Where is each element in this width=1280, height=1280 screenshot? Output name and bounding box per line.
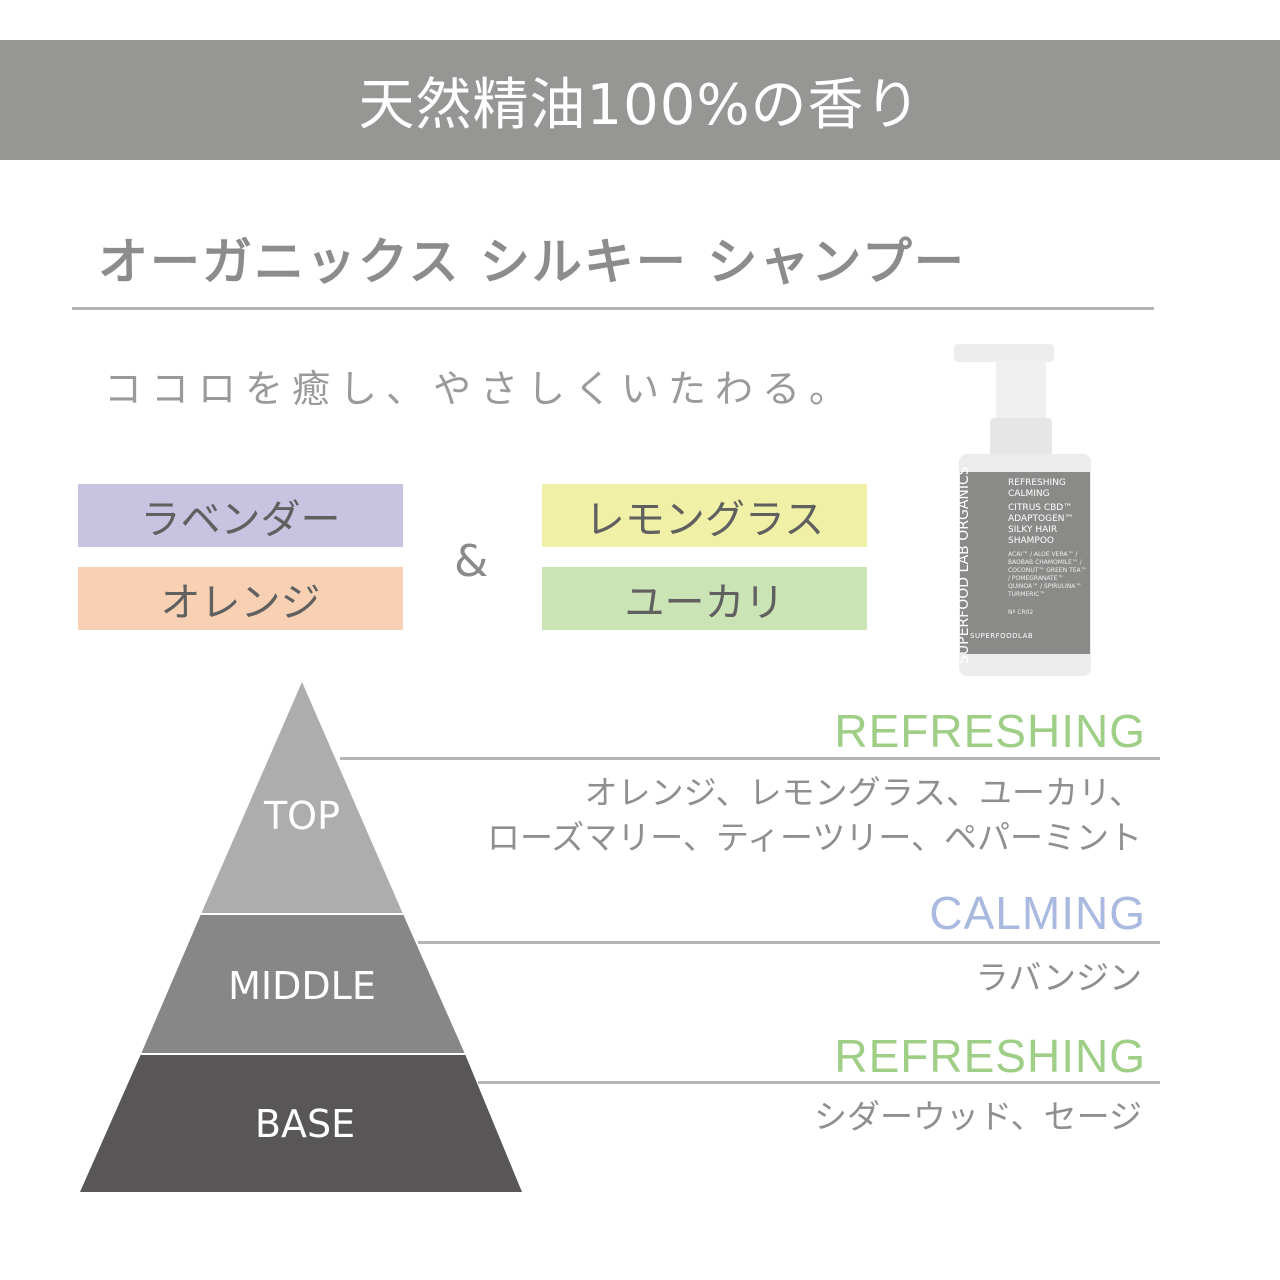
bottle-line: ADAPTOGEN™ [1008, 514, 1074, 524]
note-line: ローズマリー、ティーツリー、ペパーミント [486, 818, 1142, 857]
bottle-ingredients: ACAI™ / ALOE VERA™ / BAOBAB CHAMOMILE™ /… [1008, 551, 1087, 598]
bottle-line: CALMING [1008, 489, 1050, 499]
note-text-base: シダーウッド、セージ [814, 1094, 1142, 1139]
bottle-line: CITRUS CBD™ [1008, 503, 1073, 513]
note-heading-base: REFRESHING [834, 1030, 1146, 1082]
pyramid-tier-middle [141, 914, 465, 1054]
note-line: オレンジ、レモングラス、ユーカリ、 [584, 773, 1142, 812]
ampersand: & [454, 536, 489, 587]
note-rule-base [478, 1081, 1160, 1084]
scent-chip-lavender: ラベンダー [78, 484, 403, 547]
bottle-footer: SUPERFOODLAB [970, 632, 1034, 640]
note-rule-top [340, 757, 1160, 760]
note-heading-top: REFRESHING [834, 705, 1146, 757]
note-line: ラバンジン [975, 958, 1142, 997]
banner-title: 天然精油100%の香り [358, 72, 922, 138]
bottle-line: SILKY HAIR [1008, 525, 1058, 535]
bottle-collar [990, 418, 1052, 456]
bottle-pump [954, 344, 1054, 362]
tier-label-top: TOP [263, 794, 341, 838]
pyramid-tier-top [201, 682, 403, 914]
note-text-top: オレンジ、レモングラス、ユーカリ、 ローズマリー、ティーツリー、ペパーミント [487, 770, 1142, 860]
product-bottle-image: SUPERFOOD LAB ORGANICS REFRESHING CALMIN… [950, 338, 1100, 683]
scent-chip-lemongrass: レモングラス [542, 484, 867, 547]
note-heading-middle: CALMING [929, 887, 1146, 939]
scent-chip-orange: オレンジ [78, 567, 403, 630]
note-line: シダーウッド、セージ [813, 1097, 1142, 1136]
divider [72, 307, 1154, 310]
title-banner: 天然精油100%の香り [0, 40, 1280, 160]
tier-label-middle: MIDDLE [228, 964, 376, 1008]
note-text-middle: ラバンジン [976, 955, 1142, 1000]
bottle-line: REFRESHING [1008, 478, 1066, 488]
bottle-label-text: REFRESHING CALMING CITRUS CBD™ ADAPTOGEN… [1008, 478, 1090, 617]
scent-chip-eucalyptus: ユーカリ [542, 567, 867, 630]
bottle-pump-neck [996, 360, 1046, 422]
tagline: ココロを癒し、やさしくいたわる。 [104, 367, 857, 411]
bottle-label [960, 472, 1090, 654]
pyramid-tier-base [80, 1054, 522, 1192]
bottle-line: SHAMPOO [1008, 536, 1054, 546]
note-rule-middle [418, 941, 1160, 944]
bottle-code: Nº CR02 [1008, 609, 1034, 616]
product-name: オーガニックス シルキー シャンプー [98, 233, 966, 291]
tier-label-base: BASE [254, 1102, 356, 1146]
